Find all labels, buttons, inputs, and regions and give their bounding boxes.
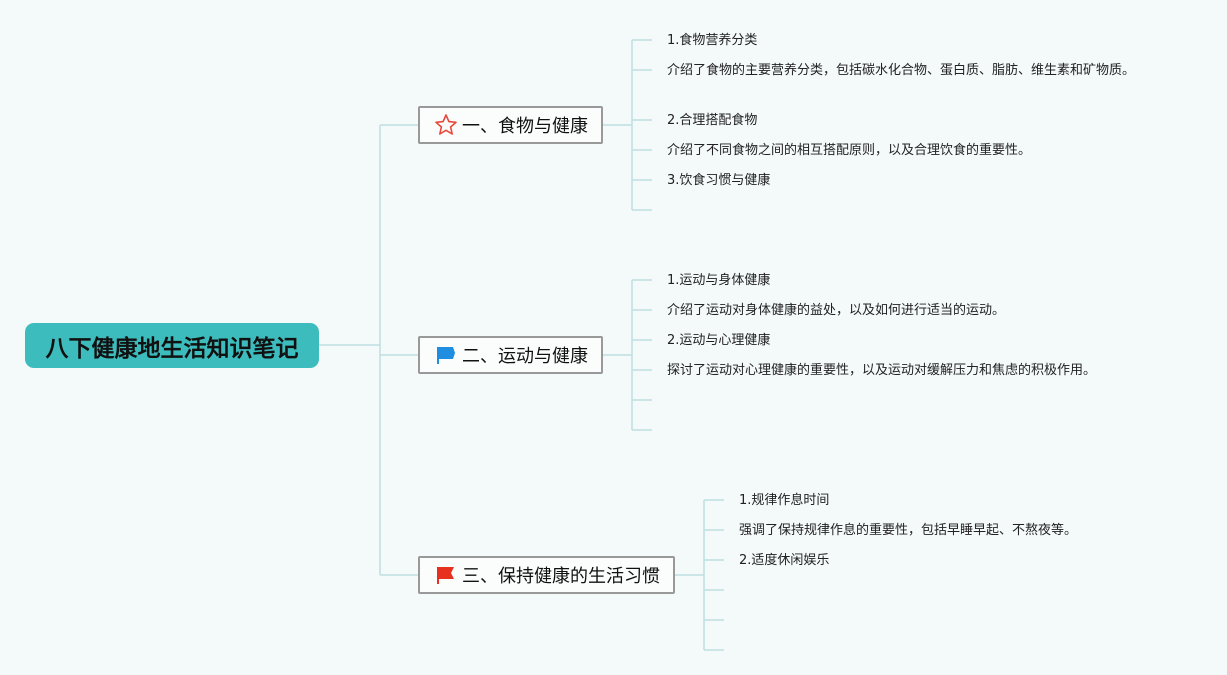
leaf-item[interactable]: 2.合理搭配食物 [667,113,758,128]
branch-3-leaf-trunk [675,500,705,650]
leaf-item[interactable]: 介绍了运动对身体健康的益处，以及如何进行适当的运动。 [667,303,1006,318]
leaf-item[interactable]: 强调了保持规律作息的重要性，包括早睡早起、不熬夜等。 [739,523,1078,538]
branch-label: 三、保持健康的生活习惯 [462,566,660,587]
root-topic[interactable]: 八下健康地生活知识笔记 [25,323,319,368]
branch-2-leaf-trunk [603,280,633,430]
branch-label: 一、食物与健康 [462,116,588,137]
root-title: 八下健康地生活知识笔记 [45,335,299,362]
leaf-item[interactable]: 1.运动与身体健康 [667,273,771,288]
branch-healthy-habits[interactable]: 三、保持健康的生活习惯 [418,556,675,594]
branch-1-leaf-trunk [603,40,633,210]
leaf-item[interactable]: 1.食物营养分类 [667,33,758,48]
branch-label: 二、运动与健康 [462,346,588,367]
leaf-item[interactable]: 探讨了运动对心理健康的重要性，以及运动对缓解压力和焦虑的积极作用。 [667,363,1097,378]
leaf-item[interactable]: 2.适度休闲娱乐 [739,553,830,568]
leaf-item[interactable]: 1.规律作息时间 [739,493,830,508]
blue-flag-icon [434,343,458,367]
branch-food-health[interactable]: 一、食物与健康 [418,106,603,144]
branch-exercise-health[interactable]: 二、运动与健康 [418,336,603,374]
leaf-item[interactable]: 介绍了食物的主要营养分类，包括碳水化合物、蛋白质、脂肪、维生素和矿物质。 [667,63,1136,78]
leaf-item[interactable]: 3.饮食习惯与健康 [667,173,771,188]
leaf-item[interactable]: 介绍了不同食物之间的相互搭配原则，以及合理饮食的重要性。 [667,143,1032,158]
red-flag-icon [434,563,458,587]
star-icon [434,113,458,137]
leaf-item[interactable]: 2.运动与心理健康 [667,333,771,348]
